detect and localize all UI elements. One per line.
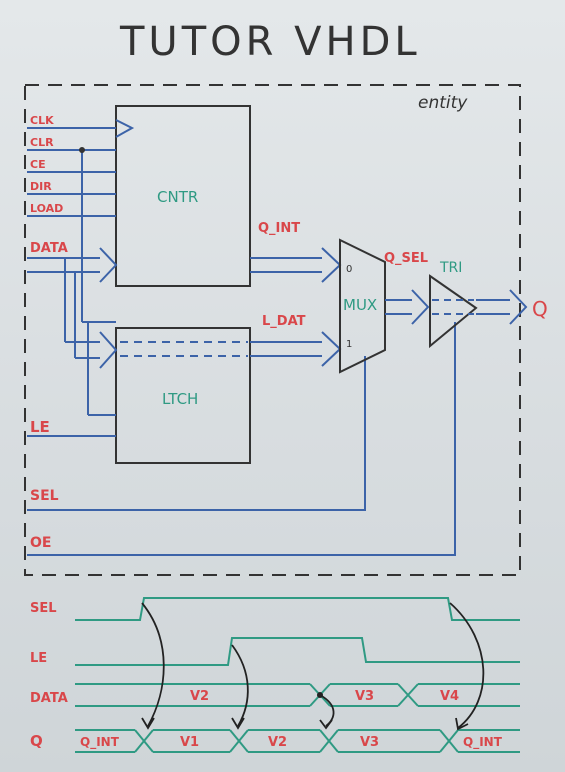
input-ce: CE: [30, 158, 46, 171]
timing-label-q: Q: [30, 732, 43, 750]
le-wave: [75, 637, 520, 666]
entity-boundary: [24, 84, 521, 576]
q-value-v1: V1: [180, 735, 199, 750]
arrowhead-sel-to-q: [141, 717, 155, 730]
q-value-v2: V2: [268, 735, 287, 750]
data-wave: [75, 683, 520, 707]
signal-q-sel: Q_SEL: [384, 251, 428, 266]
signal-q-int: Q_INT: [258, 221, 300, 236]
timing-waves: [75, 597, 520, 753]
clock-triangle: [115, 119, 135, 138]
input-clr: CLR: [30, 136, 54, 149]
q-sel-bus: [385, 289, 430, 325]
timing-label-sel: SEL: [30, 601, 57, 616]
q-value-v3: V3: [360, 735, 379, 750]
input-load: LOAD: [30, 202, 63, 215]
input-clk: CLK: [30, 114, 54, 127]
ltch-label: LTCH: [162, 390, 198, 408]
mux-in0: 0: [346, 264, 352, 275]
entity-label: entity: [418, 93, 468, 113]
data-value-v3: V3: [355, 689, 374, 704]
timing-row-labels: SEL LE DATA Q: [30, 601, 68, 750]
arrow-le-to-q: [231, 644, 249, 727]
input-le: LE: [30, 418, 50, 436]
q-value-qint-end: Q_INT: [463, 735, 503, 750]
q-output-bus: [476, 289, 528, 325]
signal-l-dat: L_DAT: [262, 314, 306, 329]
data-value-v2: V2: [190, 689, 209, 704]
input-labels: CLK CLR CE DIR LOAD DATA LE SEL OE: [30, 114, 68, 551]
q-wave: [75, 729, 520, 753]
data-junction-dot: [317, 692, 323, 698]
arrowhead-le-to-q: [231, 717, 245, 730]
input-dir: DIR: [30, 180, 52, 193]
mux-in1: 1: [346, 339, 352, 350]
arrowhead-data-to-q: [319, 719, 333, 730]
arrow-sel-to-q: [141, 602, 165, 727]
tri-block: [429, 274, 478, 349]
cntr-block: [115, 105, 251, 287]
page-title: TUTOR VHDL: [119, 19, 421, 65]
q-value-qint-start: Q_INT: [80, 735, 120, 750]
timing-label-le: LE: [30, 651, 47, 666]
q-int-bus: [250, 247, 342, 283]
control-wires: [27, 322, 456, 556]
mux-block: [339, 238, 386, 374]
timing-values: V2 V3 V4 Q_INT V1 V2 V3 Q_INT: [80, 689, 503, 750]
causality-arrows: [141, 602, 485, 731]
ltch-block: [115, 327, 251, 464]
input-data: DATA: [30, 241, 68, 256]
data-value-v4: V4: [440, 689, 459, 704]
mux-label: MUX: [343, 296, 377, 314]
arrowhead-sel-to-q-end: [455, 717, 469, 731]
ltch-internal: [120, 341, 248, 357]
timing-label-data: DATA: [30, 691, 68, 706]
output-q: Q: [532, 297, 548, 321]
cntr-label: CNTR: [157, 188, 198, 206]
l-dat-bus: [250, 331, 342, 367]
input-oe: OE: [30, 535, 51, 551]
input-sel: SEL: [30, 488, 59, 504]
data-bus: [27, 247, 118, 437]
tri-label: TRI: [439, 260, 462, 276]
tri-internal: [432, 299, 474, 315]
sel-wave: [75, 597, 520, 621]
cntr-input-wires: [27, 127, 116, 323]
arrow-sel-to-q-end: [449, 602, 485, 729]
clr-junction-dot: [79, 147, 85, 153]
